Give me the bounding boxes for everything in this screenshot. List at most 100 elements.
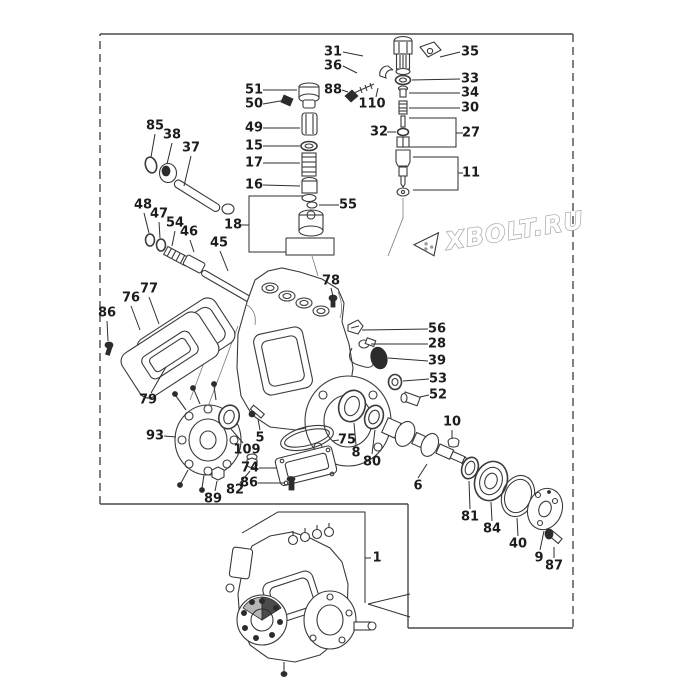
part-label-85: 85 [146, 119, 164, 134]
part-label-8: 8 [351, 446, 360, 461]
drawing-primitive [424, 242, 428, 246]
part-label-10: 10 [443, 415, 461, 430]
drawing-primitive [240, 610, 247, 617]
part-label-16: 16 [245, 178, 263, 193]
leader-line-80 [371, 429, 376, 455]
drawing-primitive [211, 466, 225, 481]
drawing-primitive [288, 479, 295, 491]
drawing-primitive [326, 593, 334, 601]
drawing-primitive [172, 391, 178, 397]
drawing-primitive [203, 404, 213, 414]
drawing-primitive [213, 385, 217, 401]
drawing-primitive [284, 452, 330, 479]
drawing-primitive [311, 528, 323, 540]
drawing-primitive [337, 389, 367, 423]
drawing-primitive [412, 231, 440, 257]
leader-line-93 [163, 435, 177, 438]
drawing-primitive [171, 250, 177, 259]
drawing-primitive [228, 546, 254, 580]
part-label-5: 5 [255, 431, 264, 446]
drawing-primitive [268, 632, 275, 639]
drawing-primitive [400, 189, 406, 195]
drawing-top-fittings [344, 41, 442, 103]
leader-line-40 [516, 517, 519, 537]
watermark-text: XBOLT.RU [442, 206, 587, 256]
leader-line-36 [342, 65, 358, 74]
drawing-primitive [249, 404, 266, 419]
drawing-primitive [370, 346, 388, 370]
drawing-primitive [155, 238, 167, 252]
drawing-primitive [393, 40, 413, 55]
drawing-primitive [337, 291, 342, 319]
drawing-primitive [199, 487, 205, 493]
drawing-primitive [193, 389, 201, 405]
part-label-51: 51 [245, 83, 263, 98]
arrow-1-lower [367, 603, 411, 618]
part-label-50: 50 [245, 97, 263, 112]
drawing-primitive [280, 671, 288, 677]
part-label-35: 35 [461, 45, 479, 60]
drawing-primitive [536, 519, 544, 527]
drawing-primitive [299, 299, 309, 307]
drawing-primitive [484, 472, 498, 490]
drawing-primitive [190, 385, 196, 391]
drawing-primitive [473, 460, 509, 502]
drawing-primitive [304, 143, 314, 149]
drawing-primitive [391, 377, 399, 387]
part-label-110: 110 [358, 97, 385, 112]
part-label-1: 1 [372, 551, 381, 566]
part-label-93: 93 [146, 429, 164, 444]
drawing-primitive [261, 282, 279, 294]
leader-line-56 [361, 328, 429, 331]
drawing-primitive [280, 424, 334, 452]
drawing-primitive [323, 526, 335, 538]
drawing-primitive [241, 625, 248, 632]
leader-line-84 [490, 501, 493, 522]
drawing-primitive [538, 500, 552, 518]
leader-line-5 [257, 418, 261, 431]
part-label-53: 53 [429, 372, 447, 387]
bracket-27 [409, 117, 457, 148]
drawing-primitive [248, 410, 256, 418]
drawing-primitive [249, 404, 266, 419]
drawing-primitive [344, 395, 360, 417]
drawing-primitive [253, 326, 313, 396]
drawing-primitive [265, 284, 275, 292]
drawing-primitive [447, 437, 460, 448]
drawing-side-covers [104, 297, 239, 413]
leader-line-86 [106, 320, 109, 342]
drawing-primitive [387, 198, 404, 257]
leader-line-37 [183, 155, 192, 187]
watermark: XBOLT.RU [412, 205, 587, 257]
part-label-39: 39 [428, 354, 446, 369]
drawing-primitive [295, 297, 313, 309]
part-label-31: 31 [324, 45, 342, 60]
drawing-primitive [144, 156, 158, 174]
part-label-79: 79 [139, 393, 157, 408]
leader-line-45 [219, 250, 229, 272]
part-label-52: 52 [429, 388, 447, 403]
drawing-primitive [364, 84, 368, 92]
leader-line-77 [148, 296, 160, 325]
drawing-primitive [173, 179, 221, 212]
part-label-11: 11 [462, 166, 480, 181]
drawing-assembled-pump [225, 523, 377, 677]
drawing-primitive [222, 459, 232, 469]
drawing-primitive [302, 99, 316, 109]
leader-line-35 [439, 51, 461, 58]
drawing-primitive [547, 490, 551, 494]
part-label-86: 86 [98, 306, 116, 321]
leader-line-78 [330, 287, 334, 297]
drawing-primitive [105, 345, 113, 356]
drawing-primitive [179, 255, 186, 264]
drawing-primitive [301, 193, 317, 203]
drawing-primitive [316, 604, 344, 636]
drawing-primitive [400, 175, 406, 188]
drawing-primitive [400, 115, 406, 128]
drawing-primitive [287, 534, 299, 546]
drawing-primitive [420, 432, 440, 457]
part-label-88: 88 [324, 83, 342, 98]
drawing-primitive [261, 335, 305, 387]
drawing-primitive [258, 598, 265, 605]
drawing-primitive [479, 466, 503, 496]
